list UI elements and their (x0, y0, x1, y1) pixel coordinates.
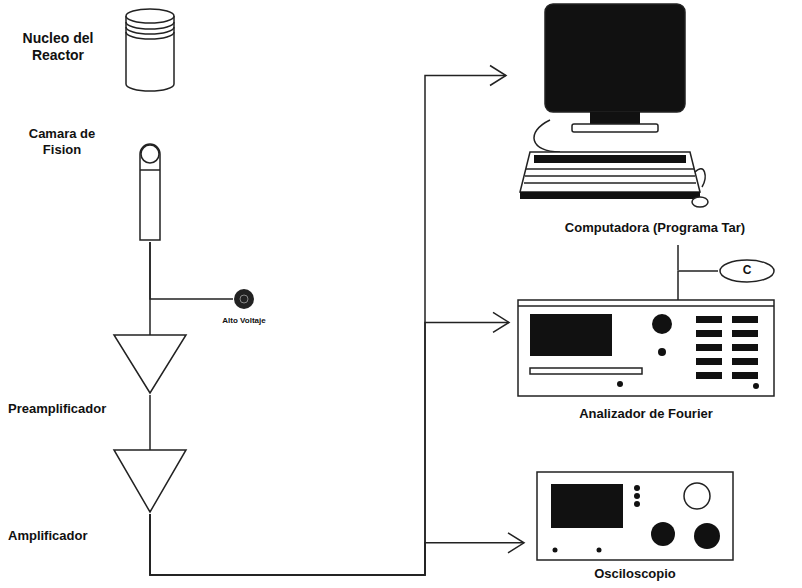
node-label: C (718, 263, 776, 277)
arrow-head (493, 312, 509, 332)
high-voltage-source-node: Alto Voltaje (206, 286, 282, 330)
fission-chamber-node: Camara de Fision (12, 120, 177, 245)
signal-wire (150, 514, 524, 575)
node-label: Camara de Fision (12, 126, 112, 157)
reactor-core-node: Nucleo del Reactor (8, 4, 188, 96)
signal-wire (150, 242, 233, 299)
arrow-head (508, 533, 524, 553)
oscilloscope-icon-node: Osciloscopio (528, 466, 742, 584)
fourier-analyzer-icon (516, 290, 776, 398)
computer-icon (520, 2, 710, 212)
node-label: Preamplificador (8, 401, 138, 417)
connector-circle-node: C (718, 258, 776, 284)
reactor-core (120, 4, 180, 94)
computer-icon-node: Computadora (Programa Tar) (510, 2, 800, 242)
amplifier-triangle (112, 333, 188, 395)
arrow-head (490, 66, 506, 86)
amplifier-triangle-node: Amplificador (8, 448, 190, 552)
high-voltage-source (233, 288, 255, 310)
node-label: Nucleo del Reactor (8, 30, 108, 64)
oscilloscope-icon (535, 466, 735, 562)
fission-chamber (137, 142, 163, 242)
amplifier-triangle (112, 448, 188, 514)
amplifier-triangle-node: Preamplificador (8, 333, 190, 421)
signal-wire (150, 66, 506, 576)
node-label: Alto Voltaje (206, 316, 282, 326)
signal-wire (150, 395, 151, 450)
node-label: Computadora (Programa Tar) (510, 220, 800, 236)
node-label: Amplificador (8, 528, 128, 544)
wire-stub (677, 245, 679, 270)
node-label: Osciloscopio (528, 566, 742, 582)
signal-wire (150, 312, 509, 575)
signal-wire (678, 271, 718, 300)
fourier-analyzer-icon-node: Analizador de Fourier (513, 290, 779, 426)
signal-wire (150, 242, 151, 335)
node-label: Analizador de Fourier (513, 406, 779, 422)
